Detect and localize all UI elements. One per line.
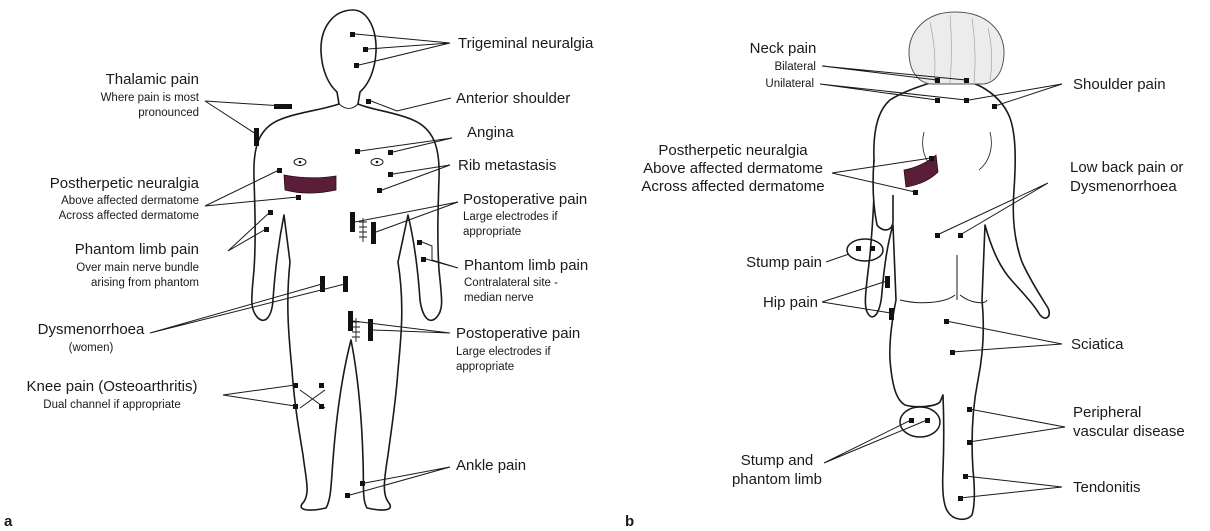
- electrode-trigeminal-1: [350, 32, 355, 37]
- leaders-tendonitis: [960, 476, 1062, 498]
- label-anterior-shoulder: Anterior shoulder: [456, 90, 570, 107]
- label-postop-upper-title: Postoperative pain: [463, 191, 587, 208]
- front-right-nipple-dot: [376, 161, 379, 164]
- label-phantom-left-sub1: Over main nerve bundle: [76, 262, 199, 274]
- front-left-nipple-dot: [299, 161, 302, 164]
- electrode-neck-unilateral-1: [935, 98, 940, 103]
- electrode-hip-2: [889, 308, 894, 320]
- label-rib-metastasis: Rib metastasis: [458, 157, 556, 174]
- electrode-thalamic-shoulder: [274, 104, 292, 109]
- label-phantom-left-title: Phantom limb pain: [75, 241, 199, 258]
- electrode-phantom-right-1: [417, 240, 422, 245]
- label-sciatica: Sciatica: [1071, 336, 1124, 353]
- label-neck-title: Neck pain: [750, 40, 817, 57]
- electrode-stump-2: [870, 246, 875, 251]
- front-dermatome-band: [284, 175, 336, 193]
- label-angina: Angina: [467, 124, 514, 141]
- label-hip-pain: Hip pain: [763, 294, 818, 311]
- label-postherpetic-a-title: Postherpetic neuralgia: [50, 175, 200, 192]
- label-phantom-left-sub2: arising from phantom: [91, 277, 199, 289]
- label-postop-upper-sub2: appropriate: [463, 226, 521, 238]
- electrode-postop-lower-2: [368, 319, 373, 341]
- label-knee-title: Knee pain (Osteoarthritis): [27, 378, 198, 395]
- electrode-ankle-2: [345, 493, 350, 498]
- leaders-peripheral: [969, 409, 1065, 442]
- electrode-neck-unilateral-2: [964, 98, 969, 103]
- label-postop-lower-sub1: Large electrodes if: [456, 346, 551, 358]
- electrode-thalamic-arm: [254, 128, 259, 146]
- label-postop-lower-title: Postoperative pain: [456, 325, 580, 342]
- panel-b-back-view: Neck pain Bilateral Unilateral Shoulder …: [625, 12, 1185, 530]
- label-ankle: Ankle pain: [456, 457, 526, 474]
- label-peripheral-1: Peripheral: [1073, 404, 1141, 421]
- front-body-outline: [252, 10, 442, 510]
- electrode-trigeminal-3: [354, 63, 359, 68]
- label-postherpetic-b-sub2: Across affected dermatome: [641, 178, 824, 195]
- panel-a-front-view: Trigeminal neuralgia Thalamic pain Where…: [4, 10, 594, 530]
- electrode-sciatica-2: [950, 350, 955, 355]
- label-postop-upper-sub1: Large electrodes if: [463, 211, 558, 223]
- panel-b-letter: b: [625, 513, 634, 530]
- panel-a-letter: a: [4, 513, 13, 530]
- label-stump-pain: Stump pain: [746, 254, 822, 271]
- electrode-trigeminal-2: [363, 47, 368, 52]
- label-stump-phantom-1: Stump and: [741, 452, 814, 469]
- electrode-neck-bilateral-1: [935, 78, 940, 83]
- label-thalamic-title: Thalamic pain: [106, 71, 199, 88]
- leaders-stump-phantom: [824, 420, 927, 463]
- label-knee-sub: Dual channel if appropriate: [43, 399, 180, 411]
- electrode-postop-upper-2: [371, 222, 376, 244]
- electrode-angina-1: [355, 149, 360, 154]
- label-thalamic-sub1: Where pain is most: [101, 92, 200, 104]
- electrode-knee-4: [319, 404, 324, 409]
- label-postherpetic-b-sub1: Above affected dermatome: [643, 160, 823, 177]
- label-phantom-right-title: Phantom limb pain: [464, 257, 588, 274]
- label-lowback-2: Dysmenorrhoea: [1070, 178, 1177, 195]
- electrode-knee-3: [293, 404, 298, 409]
- electrode-rib-2: [377, 188, 382, 193]
- label-neck-bilateral: Bilateral: [774, 61, 816, 73]
- label-postherpetic-a-sub2: Across affected dermatome: [59, 210, 199, 222]
- electrode-hip-1: [885, 276, 890, 288]
- electrode-postop-lower-1: [348, 311, 353, 331]
- electrode-angina-2: [388, 150, 393, 155]
- leaders-anterior-shoulder: [371, 98, 451, 111]
- label-shoulder-pain: Shoulder pain: [1073, 76, 1166, 93]
- electrode-neck-bilateral-2: [964, 78, 969, 83]
- label-tendonitis: Tendonitis: [1073, 479, 1141, 496]
- label-stump-phantom-2: phantom limb: [732, 471, 822, 488]
- electrode-peripheral-2: [967, 440, 972, 445]
- back-head-hair: [909, 12, 1004, 84]
- label-thalamic-sub2: pronounced: [138, 107, 199, 119]
- electrode-shoulder: [992, 104, 997, 109]
- electrode-rib-1: [388, 172, 393, 177]
- leaders-knee: [223, 385, 295, 406]
- electrode-tendonitis-2: [958, 496, 963, 501]
- label-phantom-right-sub2: median nerve: [464, 292, 534, 304]
- electrode-knee-2: [319, 383, 324, 388]
- label-dysmenorrhoea-sub: (women): [69, 342, 114, 354]
- label-postherpetic-b-title: Postherpetic neuralgia: [658, 142, 808, 159]
- electrode-anterior-shoulder: [366, 99, 371, 104]
- electrode-phantom-right-2: [421, 257, 426, 262]
- label-lowback-1: Low back pain or: [1070, 159, 1183, 176]
- label-peripheral-2: vascular disease: [1073, 423, 1185, 440]
- leaders-stump: [826, 254, 849, 262]
- electrode-postop-upper-1: [350, 212, 355, 232]
- label-postherpetic-a-sub1: Above affected dermatome: [61, 195, 199, 207]
- label-phantom-right-sub1: Contralateral site -: [464, 277, 558, 289]
- electrode-ankle-1: [360, 481, 365, 486]
- label-neck-unilateral: Unilateral: [765, 78, 814, 90]
- electrode-postherpetic-b-2: [913, 190, 918, 195]
- label-dysmenorrhoea-title: Dysmenorrhoea: [38, 321, 145, 338]
- electrode-stump-1: [856, 246, 861, 251]
- label-postop-lower-sub2: appropriate: [456, 361, 514, 373]
- label-trigeminal: Trigeminal neuralgia: [458, 35, 594, 52]
